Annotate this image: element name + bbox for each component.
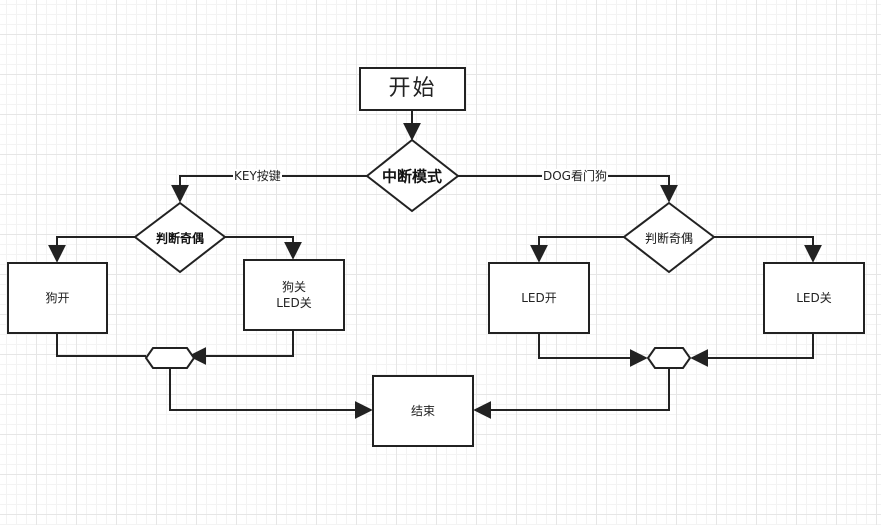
left-parity-label: 判断奇偶	[155, 231, 205, 246]
led-on-node: LED开	[488, 262, 590, 334]
left-merge-connector	[144, 347, 196, 369]
right-merge-connector	[646, 347, 692, 369]
edge-right-parity-to-led-off	[714, 236, 822, 263]
edge-dog-branch	[458, 175, 678, 203]
edge-led-off-to-merge	[690, 334, 814, 367]
edge-led-on-to-merge	[538, 334, 648, 367]
edge-right-merge-to-end	[473, 369, 670, 419]
left-parity-decision	[133, 201, 227, 274]
interrupt-mode-decision	[365, 138, 460, 213]
edge-right-parity-to-led-on	[530, 236, 624, 263]
right-parity-label: 判断奇偶	[644, 231, 694, 246]
led-off-node: LED关	[763, 262, 865, 334]
edge-left-merge-to-end	[169, 369, 373, 419]
edge-dog-off-to-merge	[188, 330, 294, 365]
end-node: 结束	[372, 375, 474, 447]
edge-left-parity-to-dog-on	[48, 236, 135, 263]
watchdog-edge-label: DOG看门狗	[542, 169, 608, 183]
dog-on-node: 狗开	[7, 262, 108, 334]
edge-dog-on-to-merge	[56, 334, 146, 357]
edge-left-parity-to-dog-off	[225, 236, 302, 260]
interrupt-mode-label: 中断模式	[381, 167, 443, 186]
dog-off-led-off-node: 狗关 LED关	[243, 259, 345, 331]
right-parity-decision	[622, 201, 716, 274]
start-node: 开始	[359, 67, 466, 111]
key-button-edge-label: KEY按键	[233, 169, 282, 183]
edge-key-branch	[171, 175, 367, 203]
